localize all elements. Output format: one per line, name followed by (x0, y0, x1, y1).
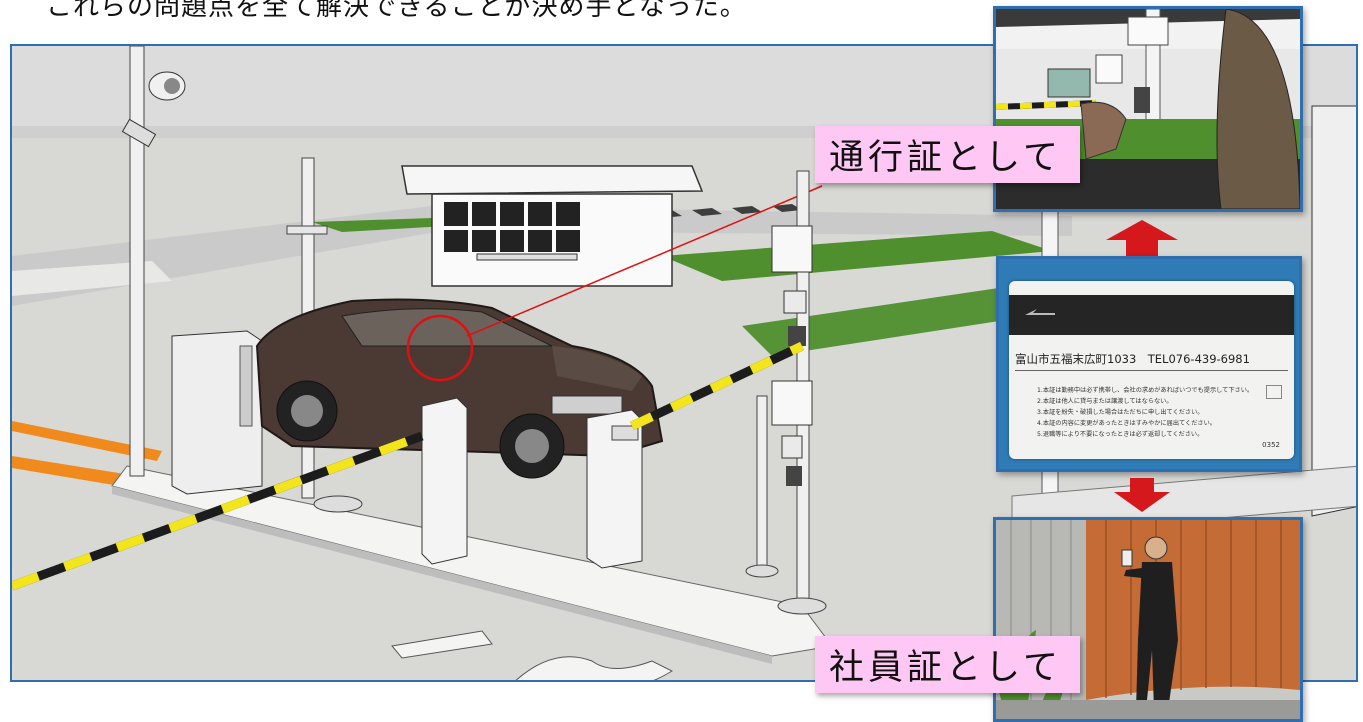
card-photo-box (1266, 385, 1282, 399)
arrow-up-icon (1106, 220, 1178, 256)
arrow-down-icon (1114, 478, 1170, 512)
card-rules: 1.本証は勤務中は必ず携帯し、会社の求めがあればいつでも提示して下さい。 2.本… (1037, 385, 1253, 440)
card-rule: 4.本証の内容に変更があったときはすみやかに届出てください。 (1037, 420, 1216, 427)
id-card-photo: 富山市五福末広町1033 TEL076-439-6981 1.本証は勤務中は必ず… (996, 256, 1302, 472)
pass-label: 通行証として (815, 126, 1080, 183)
card-rule: 2.本証は他人に貸与または譲渡してはならない。 (1037, 398, 1173, 405)
card-rule: 5.退職等により不要になったときは必ず返却してください。 (1037, 431, 1204, 438)
card-rule: 1.本証は勤務中は必ず携帯し、会社の求めがあればいつでも提示して下さい。 (1037, 387, 1254, 394)
magnetic-stripe (1009, 295, 1294, 335)
card-arrow-icon (1025, 309, 1055, 315)
id-card: 富山市五福末広町1033 TEL076-439-6981 1.本証は勤務中は必ず… (1009, 281, 1294, 459)
page-heading: これらの問題点を全て解決できることが決め手となった。 (46, 0, 747, 22)
card-divider (1015, 370, 1288, 371)
employee-id-label: 社員証として (815, 636, 1080, 693)
card-rule: 3.本証を紛失・破損した場合はただちに申し出てください。 (1037, 409, 1204, 416)
card-address: 富山市五福末広町1033 TEL076-439-6981 (1015, 352, 1250, 366)
card-number: 0352 (1262, 441, 1280, 449)
